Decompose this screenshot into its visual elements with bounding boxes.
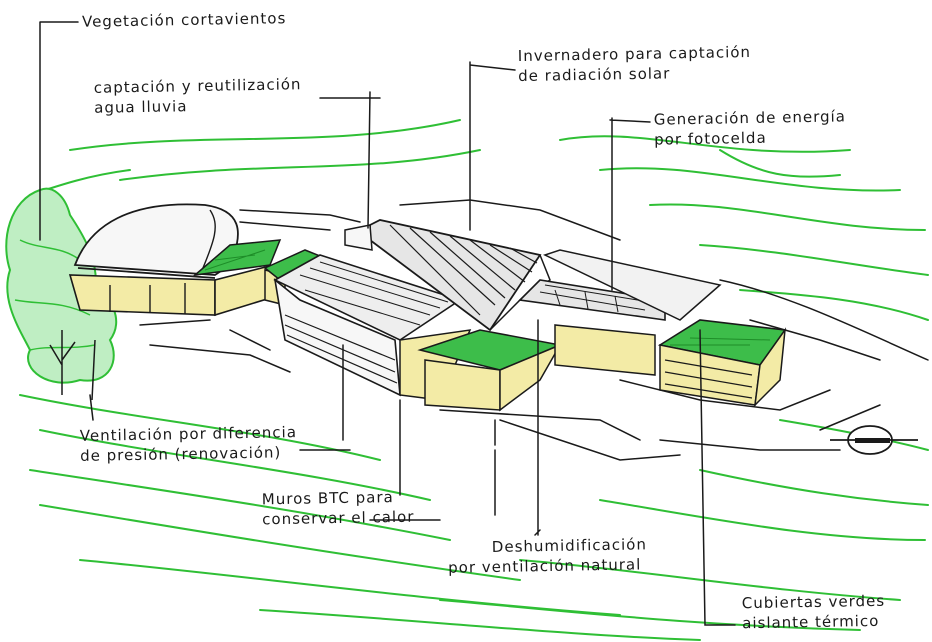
label-vegetacion: Vegetación cortavientos (82, 8, 287, 32)
label-line: Cubiertas verdes (741, 591, 886, 613)
label-cubiertas-verdes: Cubiertas verdes aislante térmico (742, 591, 886, 633)
terrain-contours (19, 119, 929, 641)
label-line: de presión (renovación) (80, 443, 282, 465)
label-line: por ventilación natural (448, 555, 642, 577)
label-invernadero: Invernadero para captación de radiación … (518, 42, 752, 86)
label-line: aislante térmico (742, 611, 880, 633)
central-building (263, 249, 563, 412)
right-wing (518, 249, 787, 408)
north-arrow-icon (830, 425, 918, 455)
label-line: Muros BTC para (261, 488, 394, 509)
label-fotocelda: Generación de energía por fotocelda (654, 106, 847, 149)
leader-lines (39, 21, 736, 626)
label-line: conservar el calor (262, 507, 415, 529)
label-line: de radiación solar (518, 64, 671, 86)
label-line: agua lluvia (94, 97, 188, 117)
label-muros-btc: Muros BTC para conservar el calor (262, 487, 415, 530)
label-line: Invernadero para captación (517, 42, 752, 66)
label-captacion-agua: captación y reutilización agua lluvia (94, 74, 302, 118)
ground-lines (139, 199, 929, 461)
label-line: por fotocelda (654, 128, 767, 149)
tree (5, 187, 118, 401)
label-line: Generación de energía (653, 107, 847, 129)
label-line: Vegetación cortavientos (81, 9, 287, 31)
greenhouse (344, 219, 551, 332)
left-building (68, 203, 286, 317)
label-ventilacion-presion: Ventilación por diferencia de presión (r… (80, 422, 298, 466)
label-line: captación y reutilización (93, 75, 302, 97)
label-deshumidificacion: Deshumidificación por ventilación natura… (448, 534, 648, 577)
